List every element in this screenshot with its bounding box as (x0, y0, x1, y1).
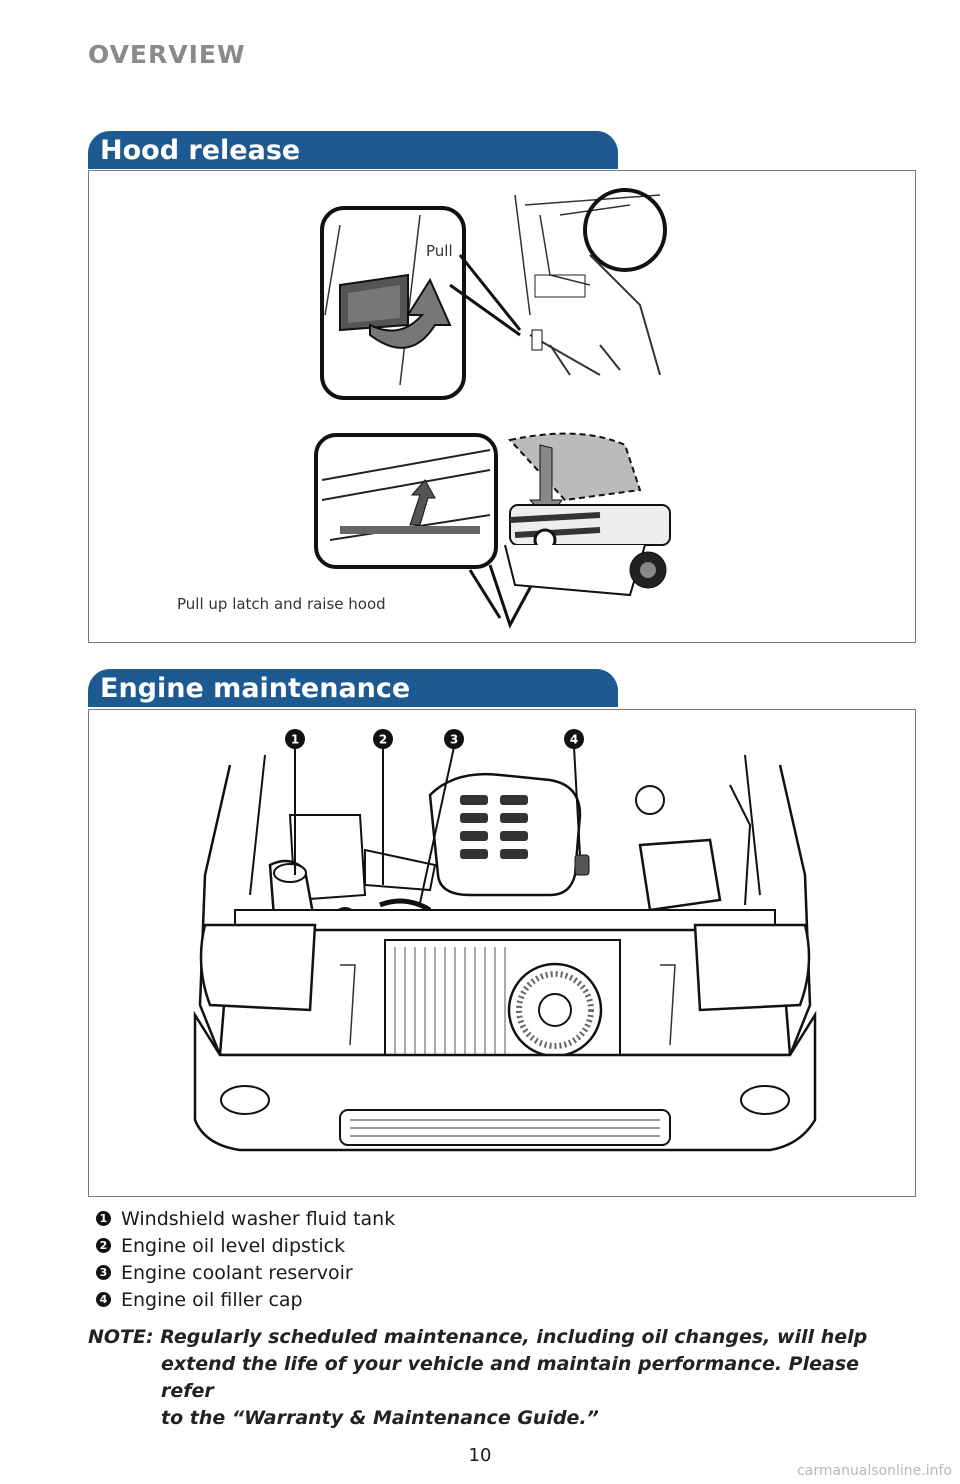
page-number: 10 (468, 1445, 492, 1466)
list-item: 4 Engine oil filler cap (96, 1286, 816, 1313)
latch-label: Pull up latch and raise hood (177, 595, 386, 613)
hood-release-title: Hood release (88, 131, 618, 169)
section-header: OVERVIEW (88, 40, 246, 69)
pull-label: Pull (426, 242, 453, 260)
hood-release-lever-illustration (320, 188, 667, 400)
legend-label: Engine coolant reservoir (121, 1261, 353, 1284)
engine-maintenance-title: Engine maintenance (88, 669, 618, 707)
engine-legend: 1 Windshield washer fluid tank 2 Engine … (96, 1205, 816, 1313)
maintenance-note: NOTE: Regularly scheduled maintenance, i… (88, 1324, 908, 1432)
legend-number: 1 (96, 1211, 111, 1226)
callout-1-badge (285, 729, 305, 749)
callout-2-number: 2 (379, 733, 387, 747)
callout-4-badge (564, 729, 584, 749)
legend-label: Engine oil level dipstick (121, 1234, 346, 1257)
legend-number: 2 (96, 1238, 111, 1253)
callout-1-number: 1 (291, 733, 299, 747)
hood-release-panel (88, 170, 916, 643)
note-line-2: extend the life of your vehicle and main… (161, 1353, 860, 1402)
note-line-1: NOTE: Regularly scheduled maintenance, i… (88, 1326, 868, 1348)
engine-bay-illustration: 1 2 3 4 (193, 729, 817, 1152)
list-item: 3 Engine coolant reservoir (96, 1259, 816, 1286)
callout-4-number: 4 (570, 733, 578, 747)
legend-number: 3 (96, 1265, 111, 1280)
note-line-3: to the “Warranty & Maintenance Guide.” (161, 1407, 599, 1429)
legend-label: Windshield washer fluid tank (121, 1207, 396, 1230)
callout-3-number: 3 (450, 733, 458, 747)
callout-3-badge (444, 729, 464, 749)
watermark: carmanualsonline.info (797, 1463, 952, 1479)
list-item: 1 Windshield washer fluid tank (96, 1205, 816, 1232)
legend-number: 4 (96, 1292, 111, 1307)
legend-label: Engine oil filler cap (121, 1288, 303, 1311)
hood-latch-illustration (314, 432, 671, 629)
callout-2-badge (373, 729, 393, 749)
list-item: 2 Engine oil level dipstick (96, 1232, 816, 1259)
